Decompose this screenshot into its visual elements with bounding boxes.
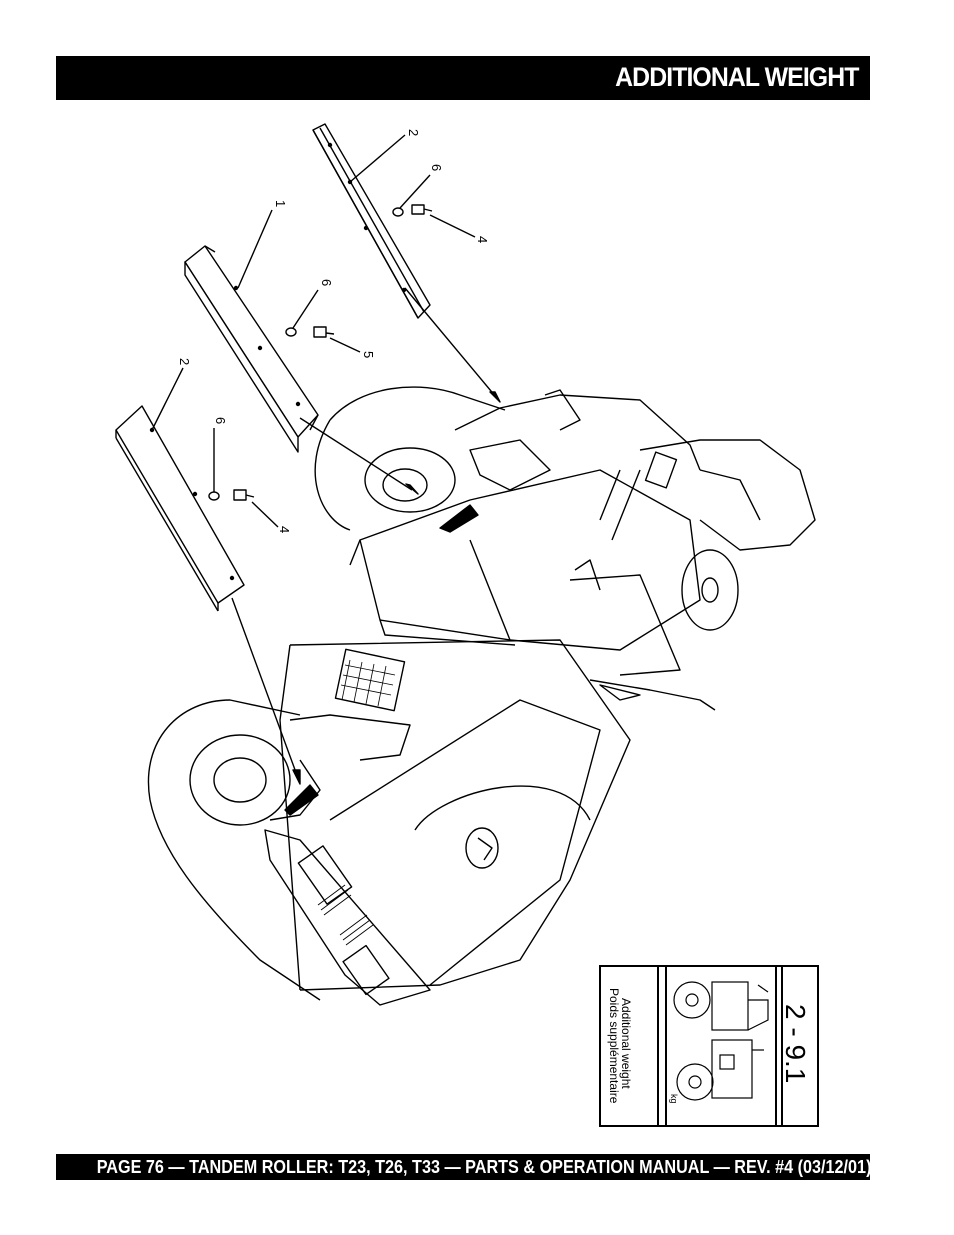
roller-pictogram <box>673 981 769 1101</box>
decal-unit: kg <box>669 1094 679 1104</box>
decal-number: 2 - 9.1 <box>780 1004 811 1083</box>
front-drum <box>147 699 411 1001</box>
decal-additional-weight: 2 - 9.1 Additional weight Poids suppléme… <box>599 965 819 1127</box>
operator-station <box>569 439 816 711</box>
weight-block-middle <box>184 245 319 453</box>
callout-5: 5 <box>361 351 376 358</box>
hardware-bottom <box>208 489 255 501</box>
footer-text: PAGE 76 — TANDEM ROLLER: T23, T26, T33 —… <box>96 1157 872 1177</box>
weight-bar-bottom <box>115 405 245 612</box>
header-bar: ADDITIONAL WEIGHT <box>56 56 870 100</box>
page-title: ADDITIONAL WEIGHT <box>614 62 859 92</box>
callout-1: 1 <box>273 200 288 207</box>
callout-4-bottom: 4 <box>277 526 292 533</box>
hardware-top <box>392 204 433 217</box>
decal-label-french: Poids supplémentaire <box>607 988 621 1104</box>
hardware-middle <box>285 326 335 338</box>
front-side-panel <box>264 829 431 1006</box>
callout-6-middle: 6 <box>319 279 334 286</box>
rear-frame <box>349 389 701 651</box>
weight-bar-top <box>312 123 431 319</box>
callout-2-bottom: 2 <box>177 358 192 365</box>
callout-6-bottom: 6 <box>213 417 228 424</box>
callout-6-top: 6 <box>429 164 444 171</box>
front-hood <box>279 639 631 991</box>
callout-2-top: 2 <box>406 129 421 136</box>
decal-label-english: Additional weight <box>619 998 633 1089</box>
rear-drum <box>314 386 506 531</box>
callout-4-top: 4 <box>475 236 490 243</box>
footer-bar: PAGE 76 — TANDEM ROLLER: T23, T26, T33 —… <box>56 1154 872 1180</box>
